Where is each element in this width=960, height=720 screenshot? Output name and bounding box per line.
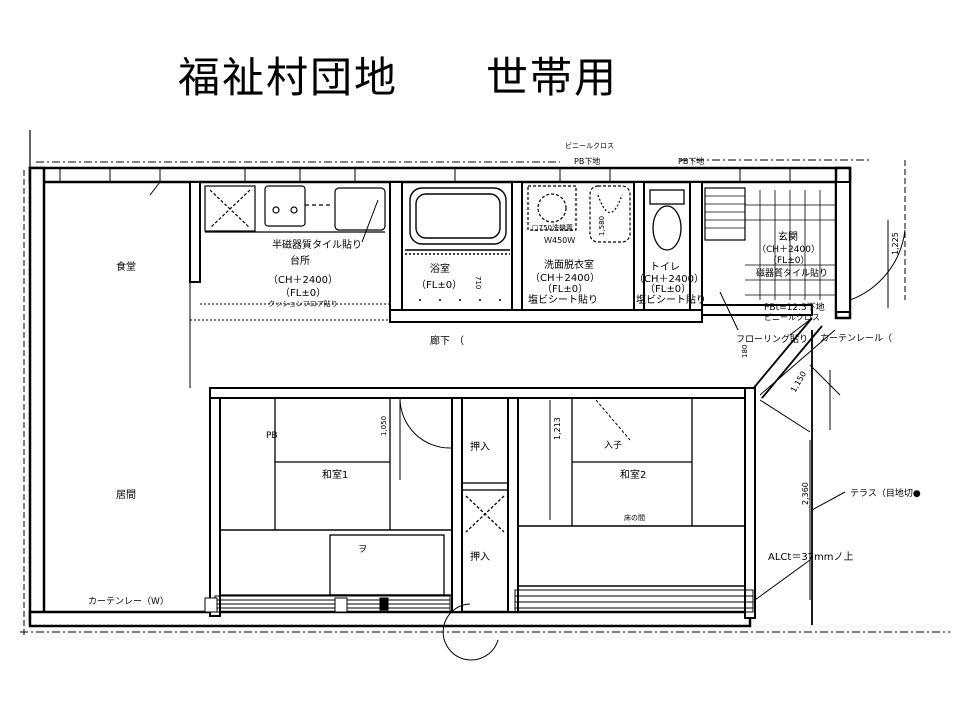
label-washer-dim: □750洗機置: [532, 223, 573, 232]
bottom-sill: [204, 589, 754, 613]
label-entrance: 玄関: [778, 230, 798, 243]
dim-1225: 1,225: [891, 232, 900, 255]
label-washitsu2: 和室2: [620, 468, 646, 481]
label-entrance-tile: 磁器質タイル貼り: [756, 267, 828, 279]
label-counter: ヲ: [358, 545, 367, 555]
corridor-diagonal-wall: [751, 317, 823, 625]
label-kitchen: 台所: [290, 254, 310, 267]
label-toilet: トイレ: [650, 262, 680, 273]
label-toilet-fl: （FL±0）: [645, 283, 691, 295]
label-kitchen-fl: （FL±0）: [280, 287, 326, 299]
label-kitchen-tile: 半磁器質タイル貼り: [272, 238, 362, 251]
interior-walls: [189, 181, 851, 323]
bath-floor-pattern: [419, 299, 501, 301]
dim-2360: 2,360: [801, 482, 810, 505]
label-corridor: 廊下: [430, 334, 450, 347]
page-title: 福祉村団地 世帯用: [178, 53, 619, 102]
label-washroom-top2: PB下地: [574, 156, 600, 166]
label-curtain-rail-1: カーテンレール（: [820, 333, 892, 344]
label-bath-fl: （FL±0）: [416, 279, 462, 291]
label-curtain-rail-2: カーテンレー（W）: [88, 596, 169, 607]
label-closet-small: 入子: [604, 440, 622, 451]
dim-710: 710: [474, 276, 482, 289]
dimension-lines: [399, 220, 889, 600]
bathtub: [405, 187, 510, 255]
label-entrance-ch: （CH＋2400）: [757, 244, 820, 255]
kitchen-fixtures: [204, 185, 386, 233]
label-washroom: 洗面脱衣室: [544, 258, 594, 271]
label-washroom-fl: （FL±0）: [542, 283, 588, 295]
label-living: 居間: [116, 489, 136, 501]
tatami-mats: [219, 397, 746, 613]
label-pb-note: PBt=12.5下地: [764, 301, 825, 313]
label-washroom-ch: （CH＋2400）: [530, 272, 600, 284]
dim-180: 180: [741, 345, 749, 358]
entrance-tile-grid: [704, 187, 835, 300]
entrance-door-swing: [849, 215, 906, 301]
label-entrance-fl: （FL±0）: [768, 255, 809, 266]
label-vanity-dim: Ｗ450Ｗ: [544, 236, 575, 245]
label-toilet-floor: 塩ビシート貼り: [636, 293, 706, 306]
label-bath: 浴室: [430, 262, 450, 275]
label-kitchen-floor: クッションフロア貼り: [268, 299, 338, 308]
label-pb-mark: PB: [266, 431, 278, 441]
dim-1050: 1,050: [380, 416, 388, 436]
label-kitchen-ch: （CH＋2400）: [268, 274, 338, 286]
tatami-walls: [209, 387, 756, 619]
kitchen-counter-outline: [189, 181, 391, 321]
label-terrace: テラス（目地切●: [850, 487, 921, 499]
toilet-fixture: [649, 189, 685, 251]
label-toilet-top: PB下地: [678, 156, 704, 166]
label-corridor-suffix: （: [454, 335, 464, 347]
leader-lines: [361, 199, 846, 601]
dim-1580: 1,580: [598, 216, 606, 236]
label-dining: 食堂: [116, 260, 136, 273]
label-washroom-top1: ビニールクロス: [565, 141, 614, 150]
label-cross-note: ビニールクロス: [764, 313, 820, 322]
plan-labels: 食堂 居間 半磁器質タイル貼り 台所 （CH＋2400） （FL±0） クッショ…: [88, 141, 921, 607]
label-toilet-ch: （CH＋2400）: [634, 273, 704, 285]
label-alc: ALCt＝37mmノ上: [768, 551, 854, 563]
label-flooring: フローリング貼り: [736, 333, 808, 345]
closet-door-swing: [442, 603, 499, 661]
washroom-fixtures: [527, 185, 631, 243]
label-washitsu1: 和室1: [322, 468, 348, 481]
top-wall-hatch: [59, 168, 791, 182]
label-washroom-floor: 塩ビシート貼り: [528, 293, 598, 306]
label-tokonoma: 床の間: [624, 513, 645, 522]
dim-1213: 1,213: [553, 417, 562, 440]
label-closet-b: 押入: [470, 550, 490, 563]
dim-1150: 1,150: [789, 370, 808, 394]
label-closet-a: 押入: [470, 440, 490, 453]
washitsu1-door-swing: [399, 397, 453, 449]
